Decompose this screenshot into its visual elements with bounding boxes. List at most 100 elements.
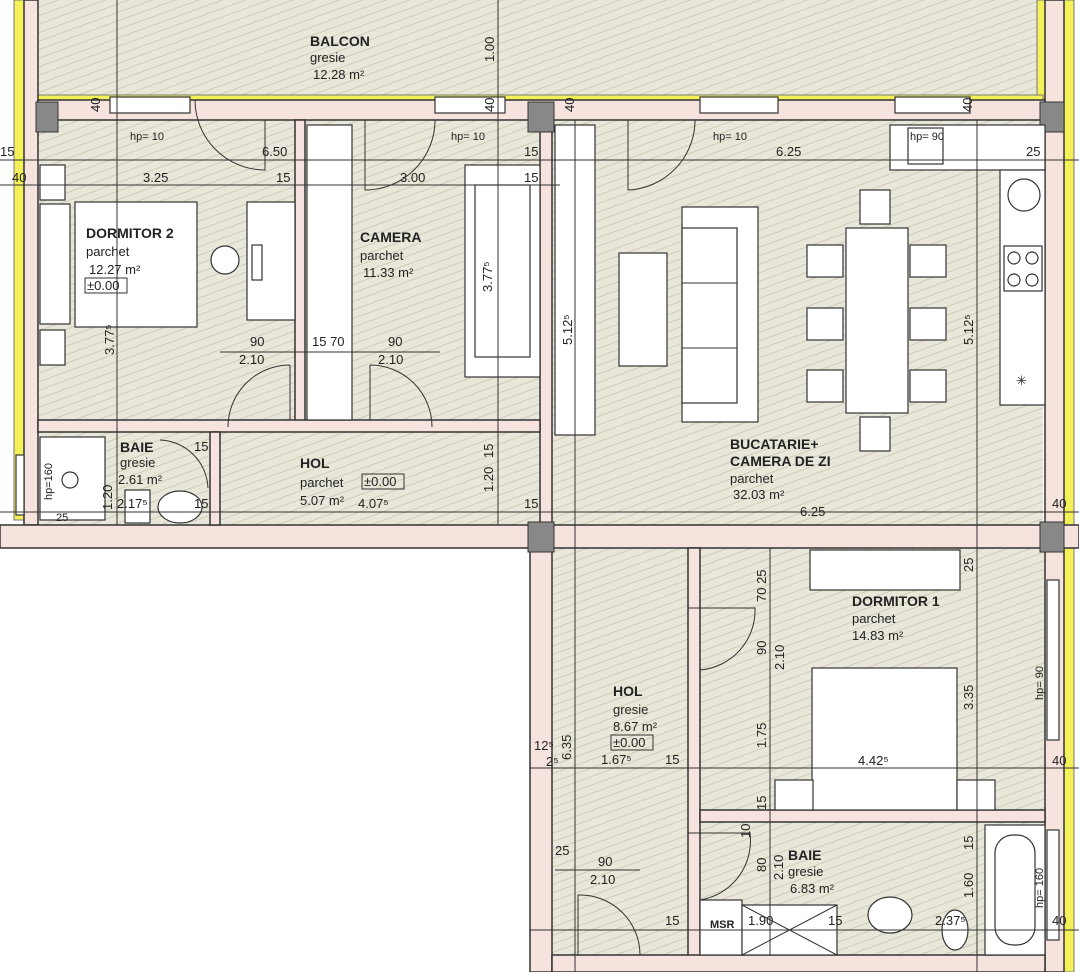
coffee-table: [618, 252, 668, 367]
wardrobe-dormitor1: [809, 549, 961, 591]
dimension-label: 12⁵: [534, 738, 554, 753]
dimension-label: 2.37⁵: [935, 913, 966, 928]
dimension-label: 2.10: [378, 352, 403, 367]
dimension-label: 15: [961, 836, 976, 850]
dimension-label: 15: [665, 913, 679, 928]
fridge-icon: ✳: [1016, 373, 1027, 388]
dimension-label: 15: [524, 144, 538, 159]
room-name-line1: BUCATARIE+: [730, 436, 819, 452]
dimension-label: hp= 10: [713, 131, 747, 143]
dimension-label: 80: [754, 858, 769, 872]
dimension-labels: 1.00 40 40 40 40 hp= 10 hp= 10 hp= 10 hp= 90 15 6.…: [0, 37, 1066, 928]
dimension-label: 2.10: [239, 352, 264, 367]
washbasin: [867, 896, 913, 934]
level-mark: ±0.00: [613, 735, 645, 750]
dimension-label: 90: [250, 334, 264, 349]
room-living-kitchen: BUCATARIE+ CAMERA DE ZI parchet 32.03 m²: [730, 436, 831, 502]
bed-dormitor2: [74, 201, 198, 328]
room-dormitor1: DORMITOR 1 parchet 14.83 m²: [852, 593, 940, 643]
room-floor: gresie: [310, 50, 345, 65]
dimension-label: hp=160: [43, 463, 55, 500]
dimension-label: 70 25: [754, 569, 769, 602]
dimension-label: 2.10: [590, 872, 615, 887]
dimension-label: 6.25: [800, 504, 825, 519]
room-floor: gresie: [613, 702, 648, 717]
level-mark: ±0.00: [364, 474, 396, 489]
wardrobe-camera: [306, 124, 353, 421]
room-area: 6.83 m²: [790, 881, 835, 896]
room-hol-lower: HOL gresie 8.67 m² ±0.00: [610, 683, 658, 751]
dimension-label: 15: [665, 752, 679, 767]
dimension-label: hp= 90: [1034, 666, 1046, 700]
room-area: 14.83 m²: [852, 628, 904, 643]
room-floor: parchet: [86, 244, 130, 259]
room-area: 32.03 m²: [733, 487, 785, 502]
dimension-label: 15: [276, 170, 290, 185]
dimension-label: 25: [1026, 144, 1040, 159]
dimension-label: 90: [598, 854, 612, 869]
dimension-label: 2.10: [771, 855, 786, 880]
room-name: HOL: [300, 455, 330, 471]
room-dormitor2: DORMITOR 2 parchet 12.27 m² ±0.00: [84, 225, 174, 294]
dimension-label: 6.35: [559, 735, 574, 760]
sink-kitchen: [907, 127, 944, 165]
dimension-label: 15: [194, 439, 208, 454]
dimension-label: 2⁵: [546, 754, 559, 769]
dimension-label: 40: [482, 98, 497, 112]
dimension-label: 2.10: [772, 645, 787, 670]
dimension-label: 4.07⁵: [358, 496, 389, 511]
dimension-label: 1.20: [100, 485, 115, 510]
level-mark: ±0.00: [87, 278, 119, 293]
room-name: BAIE: [120, 439, 153, 455]
room-area: 12.28 m²: [313, 67, 365, 82]
dimension-label: 5.12⁵: [560, 314, 575, 345]
dimension-label: 40: [1052, 753, 1066, 768]
room-name: HOL: [613, 683, 643, 699]
room-name-line2: CAMERA DE ZI: [730, 453, 831, 469]
room-floor: gresie: [788, 864, 823, 879]
room-area: 5.07 m²: [300, 493, 345, 508]
room-area: 8.67 m²: [613, 719, 658, 734]
lower-floor: [552, 548, 1045, 972]
dimension-label: 3.77⁵: [102, 324, 117, 355]
dimension-label: 40: [12, 170, 26, 185]
washing-machine: [699, 899, 743, 956]
windows: [15, 96, 1060, 941]
dimension-label: 1.75: [754, 723, 769, 748]
dimension-label: 6.25: [776, 144, 801, 159]
dimension-label: 6.50: [262, 144, 287, 159]
room-baie-large: BAIE gresie 6.83 m²: [788, 847, 835, 896]
toilet-small: [124, 489, 151, 524]
room-hol-upper: HOL parchet ±0.00 5.07 m²: [300, 455, 405, 508]
room-area: 2.61 m²: [118, 472, 163, 487]
room-camera: CAMERA parchet 11.33 m²: [360, 229, 421, 280]
dimension-label: 40: [88, 98, 103, 112]
washing-machine-label: MSR: [710, 919, 735, 931]
room-name: DORMITOR 1: [852, 593, 940, 609]
room-name: BAIE: [788, 847, 821, 863]
room-name: BALCON: [310, 33, 370, 49]
dimension-label: 40: [1052, 913, 1066, 928]
room-floor: parchet: [852, 611, 896, 626]
room-floor: parchet: [300, 475, 344, 490]
dimension-label: 25: [555, 843, 569, 858]
dimension-label: 1.00: [482, 37, 497, 62]
dimension-label: 15: [0, 144, 14, 159]
dimension-label: hp= 10: [451, 131, 485, 143]
dimension-label: 90: [754, 641, 769, 655]
dimension-label: 1.60: [961, 873, 976, 898]
dimension-label: 40: [1052, 496, 1066, 511]
dimension-label: 3.77⁵: [480, 261, 495, 292]
dimension-label: 90: [388, 334, 402, 349]
room-floor: gresie: [120, 455, 155, 470]
dimension-label: 15: [194, 496, 208, 511]
dimension-label: 40: [562, 98, 577, 112]
dimension-label: 1.20: [481, 467, 496, 492]
dimension-label: hp= 10: [130, 131, 164, 143]
dimension-label: hp= 160: [1034, 868, 1046, 908]
room-balcon: BALCON gresie 12.28 m²: [310, 33, 370, 82]
room-name: CAMERA: [360, 229, 421, 245]
dimension-label: 25: [56, 512, 68, 524]
